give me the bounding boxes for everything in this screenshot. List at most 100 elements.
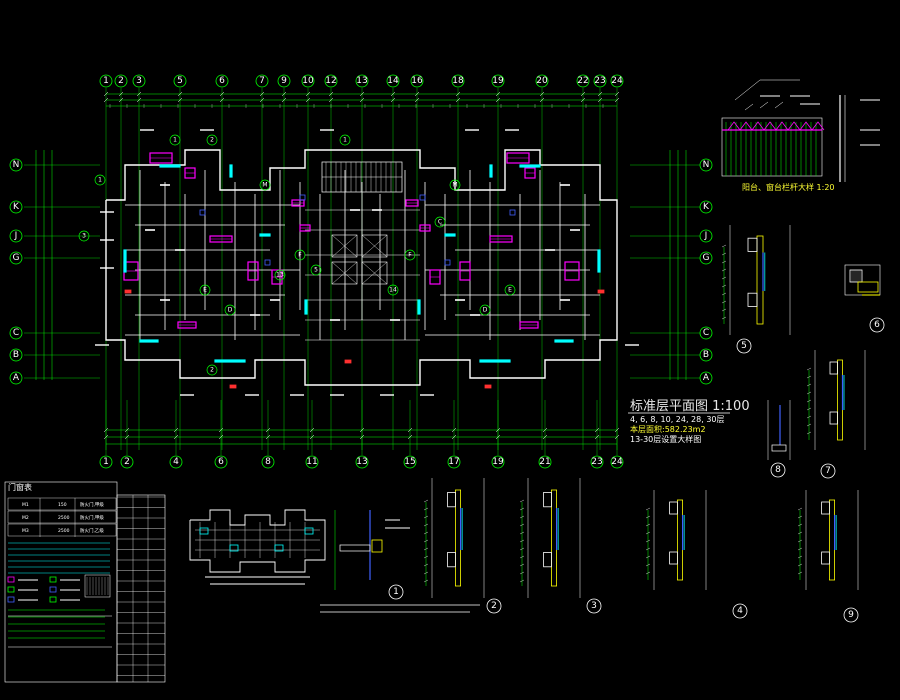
detail-label-3: 3 (586, 598, 602, 614)
detail-6 (844, 264, 881, 296)
svg-text:24: 24 (611, 76, 623, 86)
svg-text:5: 5 (177, 76, 183, 86)
svg-text:8: 8 (265, 457, 271, 467)
key-plan (189, 509, 326, 585)
svg-text:1: 1 (103, 457, 109, 467)
svg-text:防火门,乙级: 防火门,乙级 (80, 527, 104, 534)
svg-text:14: 14 (387, 76, 399, 86)
svg-text:1: 1 (103, 76, 109, 86)
axis-bubble-top-13: 13 (355, 74, 369, 88)
detail-4 (645, 490, 707, 590)
svg-text:10: 10 (302, 76, 314, 86)
detail-3 (519, 478, 581, 598)
svg-text:J: J (704, 231, 708, 241)
drawing-title: 标准层平面图 1:100 (630, 399, 750, 414)
detail-1 (320, 510, 480, 613)
svg-text:K: K (703, 202, 710, 212)
svg-text:B: B (13, 350, 19, 360)
detail-5 (721, 225, 791, 335)
svg-text:F: F (408, 252, 412, 259)
axis-bubble-left-J: J (9, 229, 23, 243)
axis-bubble-right-B: B (699, 348, 713, 362)
svg-text:E: E (508, 287, 512, 294)
detail-label-8: 8 (770, 462, 786, 478)
axis-bubble-bottom-21: 21 (538, 455, 552, 469)
axis-bubble-top-10: 10 (301, 74, 315, 88)
svg-text:1: 1 (98, 177, 102, 184)
window-markers (123, 164, 601, 363)
svg-text:13: 13 (356, 76, 367, 86)
svg-text:A: A (703, 373, 710, 383)
svg-text:20: 20 (536, 76, 548, 86)
svg-text:M: M (452, 182, 457, 189)
svg-text:防火门,甲级: 防火门,甲级 (80, 501, 104, 508)
drawing-floors: 4, 6, 8, 10, 24, 28, 30层 (630, 415, 725, 424)
svg-text:2: 2 (491, 601, 497, 611)
axis-bubble-left-A: A (9, 371, 23, 385)
axis-bubble-bottom-8: 8 (261, 455, 275, 469)
svg-text:24: 24 (611, 457, 623, 467)
svg-text:18: 18 (452, 76, 464, 86)
svg-text:2500: 2500 (58, 528, 70, 534)
svg-text:6: 6 (219, 76, 225, 86)
svg-text:A: A (13, 373, 20, 383)
svg-text:4: 4 (737, 606, 743, 616)
dimension-lines (35, 91, 687, 445)
svg-text:23: 23 (594, 76, 605, 86)
detail-label-2: 2 (486, 598, 502, 614)
svg-text:M3: M3 (22, 528, 29, 534)
sanitary-fixtures (123, 152, 580, 329)
axis-bubble-bottom-15: 15 (403, 455, 417, 469)
svg-text:5: 5 (314, 267, 318, 274)
svg-text:C: C (13, 328, 19, 338)
detail-label-1: 1 (388, 584, 404, 600)
legend-row: M3 2500 防火门,乙级 (22, 527, 104, 534)
axis-bubble-bottom-4: 4 (169, 455, 183, 469)
svg-text:13: 13 (356, 457, 367, 467)
axis-bubble-bottom-2: 2 (120, 455, 134, 469)
svg-text:B: B (703, 350, 709, 360)
svg-text:14: 14 (389, 287, 397, 294)
axis-bubble-bottom-13: 13 (355, 455, 369, 469)
axis-bubble-left-B: B (9, 348, 23, 362)
svg-text:N: N (13, 160, 20, 170)
axis-bubble-top-12: 12 (324, 74, 338, 88)
axis-bubble-top-1: 1 (99, 74, 113, 88)
detail-label-6: 6 (869, 317, 885, 333)
svg-text:2: 2 (210, 137, 214, 144)
axis-bubble-right-C: C (699, 326, 713, 340)
svg-text:12: 12 (325, 76, 336, 86)
svg-text:9: 9 (281, 76, 287, 86)
svg-text:23: 23 (591, 457, 602, 467)
axis-bubble-top-19: 19 (491, 74, 505, 88)
svg-text:K: K (13, 202, 20, 212)
svg-text:16: 16 (411, 76, 423, 86)
drawing-area-note: 本层面积:582.23m2 (630, 424, 706, 434)
room-labels (95, 129, 639, 396)
axis-bubble-top-14: 14 (386, 74, 400, 88)
svg-text:22: 22 (577, 76, 588, 86)
svg-text:6: 6 (874, 320, 880, 330)
detail-label-5: 5 (736, 338, 752, 354)
axis-bubble-right-J: J (699, 229, 713, 243)
window-detail-caption: 阳台、窗台栏杆大样 1:20 (742, 182, 835, 192)
svg-text:M2: M2 (22, 515, 29, 521)
axis-bubble-right-N: N (699, 158, 713, 172)
detail-2 (423, 478, 485, 598)
svg-text:2: 2 (124, 457, 130, 467)
svg-text:21: 21 (539, 457, 550, 467)
svg-text:150: 150 (58, 502, 67, 508)
axis-bubble-bottom-17: 17 (447, 455, 461, 469)
axis-bubble-top-2: 2 (114, 74, 128, 88)
svg-text:G: G (13, 253, 20, 263)
legend-title: 门窗表 (8, 482, 32, 492)
staircase (321, 161, 403, 193)
svg-text:J: J (14, 231, 18, 241)
axis-bubble-top-9: 9 (277, 74, 291, 88)
